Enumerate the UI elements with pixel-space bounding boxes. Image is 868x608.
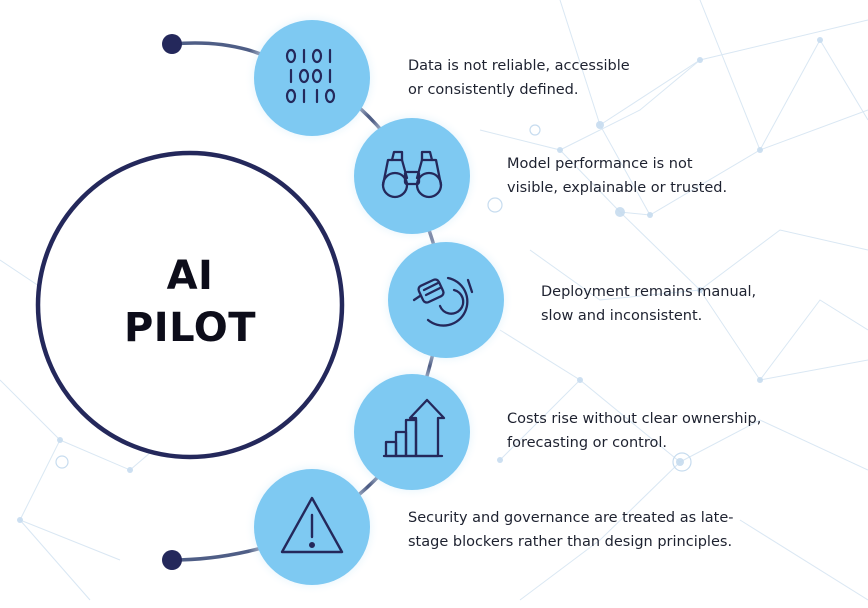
item-5-line-1: Security and governance are treated as l… [408, 510, 734, 526]
item-3-line-2: slow and inconsistent. [541, 308, 703, 324]
item-2-line-1: Model performance is not [507, 156, 693, 172]
item-5-text: Security and governance are treated as l… [408, 506, 734, 554]
item-2-text: Model performance is not visible, explai… [507, 152, 727, 200]
rising-cost-icon [382, 398, 446, 458]
network-nodes [17, 37, 823, 523]
bubble-5 [244, 459, 380, 595]
item-1-line-2: or consistently defined. [408, 82, 579, 98]
connector-end-dot [162, 550, 182, 570]
item-1-line-1: Data is not reliable, accessible [408, 58, 630, 74]
item-4-line-1: Costs rise without clear ownership, [507, 411, 762, 427]
binary-data-icon [285, 48, 336, 104]
item-4-line-2: forecasting or control. [507, 435, 667, 451]
bubble-1 [244, 10, 380, 146]
bubble-2 [344, 108, 480, 244]
ai-pilot-title: AI PILOT [40, 250, 340, 354]
bubble-4 [344, 364, 480, 500]
binoculars-icon [381, 150, 443, 199]
network-rings [55, 124, 692, 472]
item-4-text: Costs rise without clear ownership, fore… [507, 407, 761, 455]
item-1-text: Data is not reliable, accessible or cons… [408, 54, 630, 102]
bubble-3 [378, 232, 514, 368]
title-line-1: AI [166, 253, 214, 299]
item-3-text: Deployment remains manual, slow and inco… [541, 280, 756, 328]
item-3-line-1: Deployment remains manual, [541, 284, 757, 300]
title-line-2: PILOT [123, 305, 257, 351]
connector-start-dot [162, 34, 182, 54]
ai-pilot-circle [35, 150, 345, 460]
item-2-line-2: visible, explainable or trusted. [507, 180, 728, 196]
hand-dial-icon [412, 276, 474, 327]
item-5-line-2: stage blockers rather than design princi… [408, 534, 733, 550]
warning-icon [280, 496, 344, 554]
